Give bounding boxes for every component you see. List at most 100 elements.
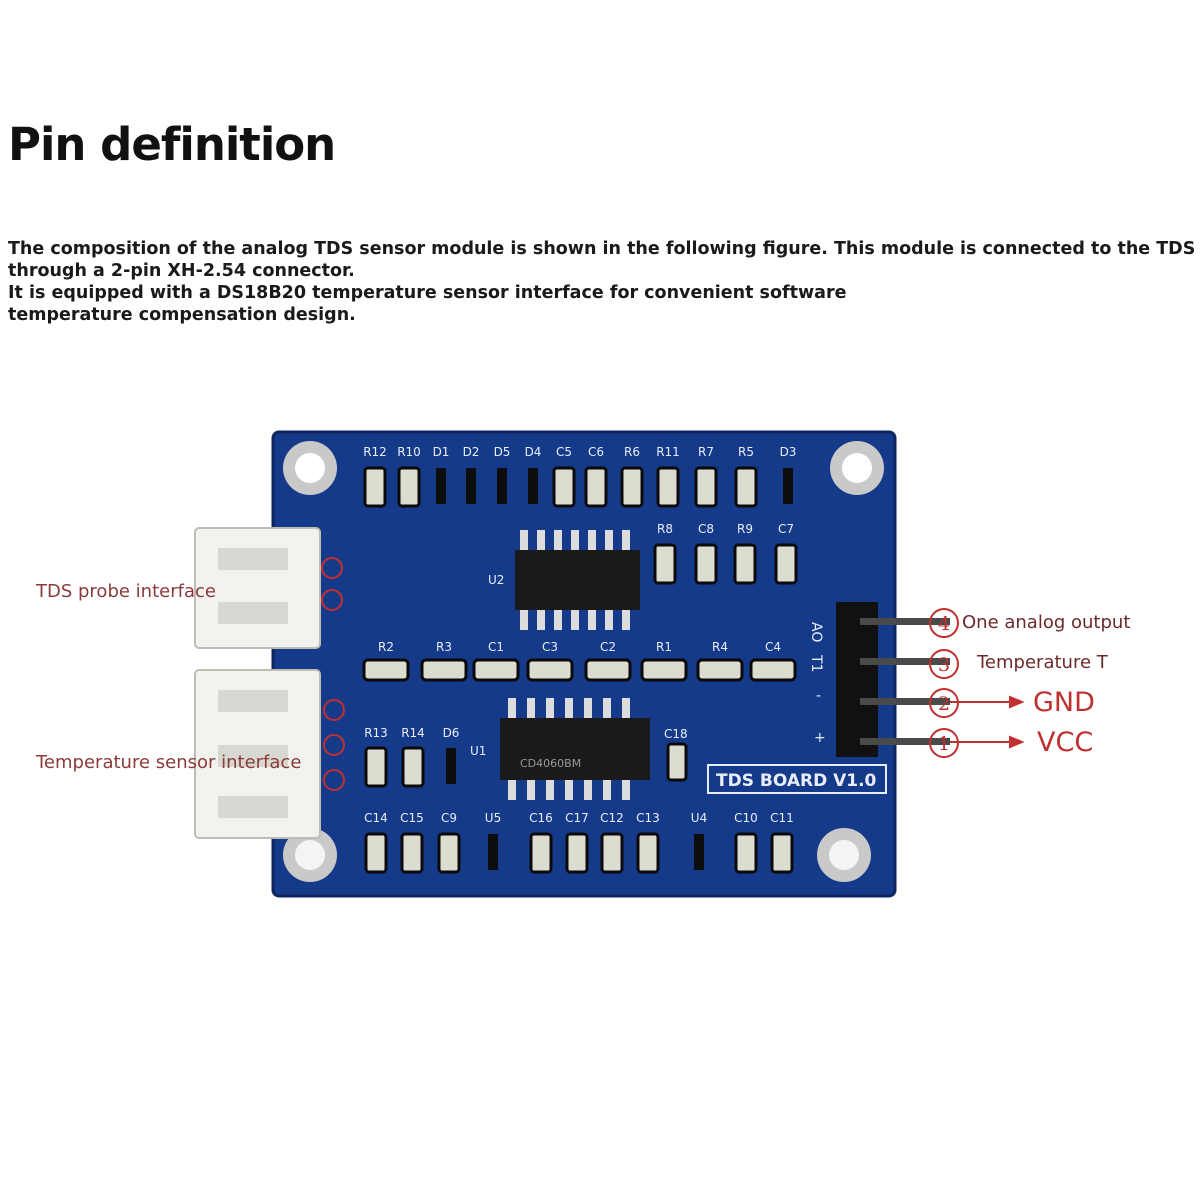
cap-c18	[666, 742, 688, 782]
silk-label-c4: C4	[765, 640, 781, 654]
silk-label-c12: C12	[600, 811, 624, 825]
component-r3	[420, 658, 468, 682]
description-line-1: The composition of the analog TDS sensor…	[8, 239, 1200, 259]
silk-label-r10: R10	[397, 445, 421, 459]
silk-label-u4: U4	[691, 811, 707, 825]
component-r1	[640, 658, 688, 682]
silk-label-d5: D5	[494, 445, 511, 459]
temperature-sensor-connector	[194, 669, 345, 839]
callout-temperature-t: Temperature T	[977, 652, 1108, 673]
component-c2	[584, 658, 632, 682]
component-r8	[653, 543, 677, 585]
component-r11	[656, 466, 680, 508]
silk-label-r2: R2	[378, 640, 394, 654]
silk-label-r14: R14	[401, 726, 425, 740]
silk-label-r12: R12	[363, 445, 387, 459]
label-u1: U1	[470, 744, 486, 758]
components-lower-row: R13 R14 D6	[364, 726, 460, 788]
ic-u1-marking: CD4060BM	[520, 757, 581, 770]
silk-label-r13: R13	[364, 726, 388, 740]
component-c1	[472, 658, 520, 682]
component-c3	[526, 658, 574, 682]
component-r2	[362, 658, 410, 682]
tds-probe-connector	[194, 527, 343, 649]
silk-label-c1: C1	[488, 640, 504, 654]
component-c6	[584, 466, 608, 508]
silk-label-r9: R9	[737, 522, 753, 536]
component-c8	[694, 543, 718, 585]
component-r7	[694, 466, 718, 508]
silk-t1: T1	[808, 654, 824, 672]
component-r5	[734, 466, 758, 508]
description-line-4: temperature compensation design.	[8, 305, 356, 325]
callout-num-1: 1	[938, 733, 950, 755]
mounting-holes	[283, 441, 884, 882]
description-line-3: It is equipped with a DS18B20 temperatur…	[8, 283, 847, 303]
silk-plus: +	[814, 730, 826, 746]
callout-circle-2	[929, 688, 959, 718]
silk-label-d6: D6	[443, 726, 460, 740]
component-r6	[620, 466, 644, 508]
callout-num-3: 3	[938, 654, 950, 676]
ic-u1	[500, 698, 650, 800]
component-r9	[733, 543, 757, 585]
callout-circle-4	[929, 608, 959, 638]
silk-label-c15: C15	[400, 811, 424, 825]
component-d3	[783, 468, 793, 504]
silk-label-c8: C8	[698, 522, 714, 536]
component-c9	[437, 832, 461, 874]
component-c17	[565, 832, 589, 874]
description-line-2: through a 2-pin XH-2.54 connector.	[8, 261, 355, 281]
component-r12	[363, 466, 387, 508]
component-d1	[436, 468, 446, 504]
component-c15	[400, 832, 424, 874]
component-c4	[749, 658, 797, 682]
component-c14	[364, 832, 388, 874]
component-c13	[636, 832, 660, 874]
silk-label-c16: C16	[529, 811, 553, 825]
component-c16	[529, 832, 553, 874]
component-c7	[774, 543, 798, 585]
silk-label-r1: R1	[656, 640, 672, 654]
silk-label-u5: U5	[485, 811, 501, 825]
component-u5	[488, 834, 498, 870]
component-c10	[734, 832, 758, 874]
callout-num-4: 4	[938, 613, 950, 635]
silk-label-c2: C2	[600, 640, 616, 654]
header-silkscreen: AO T1 - +	[808, 622, 826, 746]
silk-label-c6: C6	[588, 445, 604, 459]
silk-label-c14: C14	[364, 811, 388, 825]
component-d5	[497, 468, 507, 504]
silk-label-d1: D1	[433, 445, 450, 459]
callout-circle-1	[929, 728, 959, 758]
silk-ao: AO	[808, 622, 824, 642]
component-d6	[446, 748, 456, 784]
callout-temperature-sensor-interface: Temperature sensor interface	[36, 752, 302, 773]
silk-label-c13: C13	[636, 811, 660, 825]
silk-label-c3: C3	[542, 640, 558, 654]
board-name: TDS BOARD V1.0	[716, 771, 877, 791]
silk-label-r11: R11	[656, 445, 680, 459]
silk-label-d2: D2	[463, 445, 480, 459]
pin-leader-lines	[950, 695, 1025, 749]
page-title: Pin definition	[8, 118, 336, 171]
component-r10	[397, 466, 421, 508]
silk-label-r6: R6	[624, 445, 640, 459]
silk-label-c7: C7	[778, 522, 794, 536]
component-c11	[770, 832, 794, 874]
silk-label-r3: R3	[436, 640, 452, 654]
callout-analog-output: One analog output	[962, 612, 1131, 633]
pin-header	[836, 602, 950, 757]
component-c5	[552, 466, 576, 508]
label-u2: U2	[488, 573, 504, 587]
silk-label-c17: C17	[565, 811, 589, 825]
description: The composition of the analog TDS sensor…	[8, 238, 1200, 326]
callout-gnd: GND	[1033, 687, 1095, 718]
silk-label-c11: C11	[770, 811, 794, 825]
silk-label-r8: R8	[657, 522, 673, 536]
callout-circle-3	[929, 649, 959, 679]
silk-label-c5: C5	[556, 445, 572, 459]
ic-u2	[515, 530, 640, 630]
